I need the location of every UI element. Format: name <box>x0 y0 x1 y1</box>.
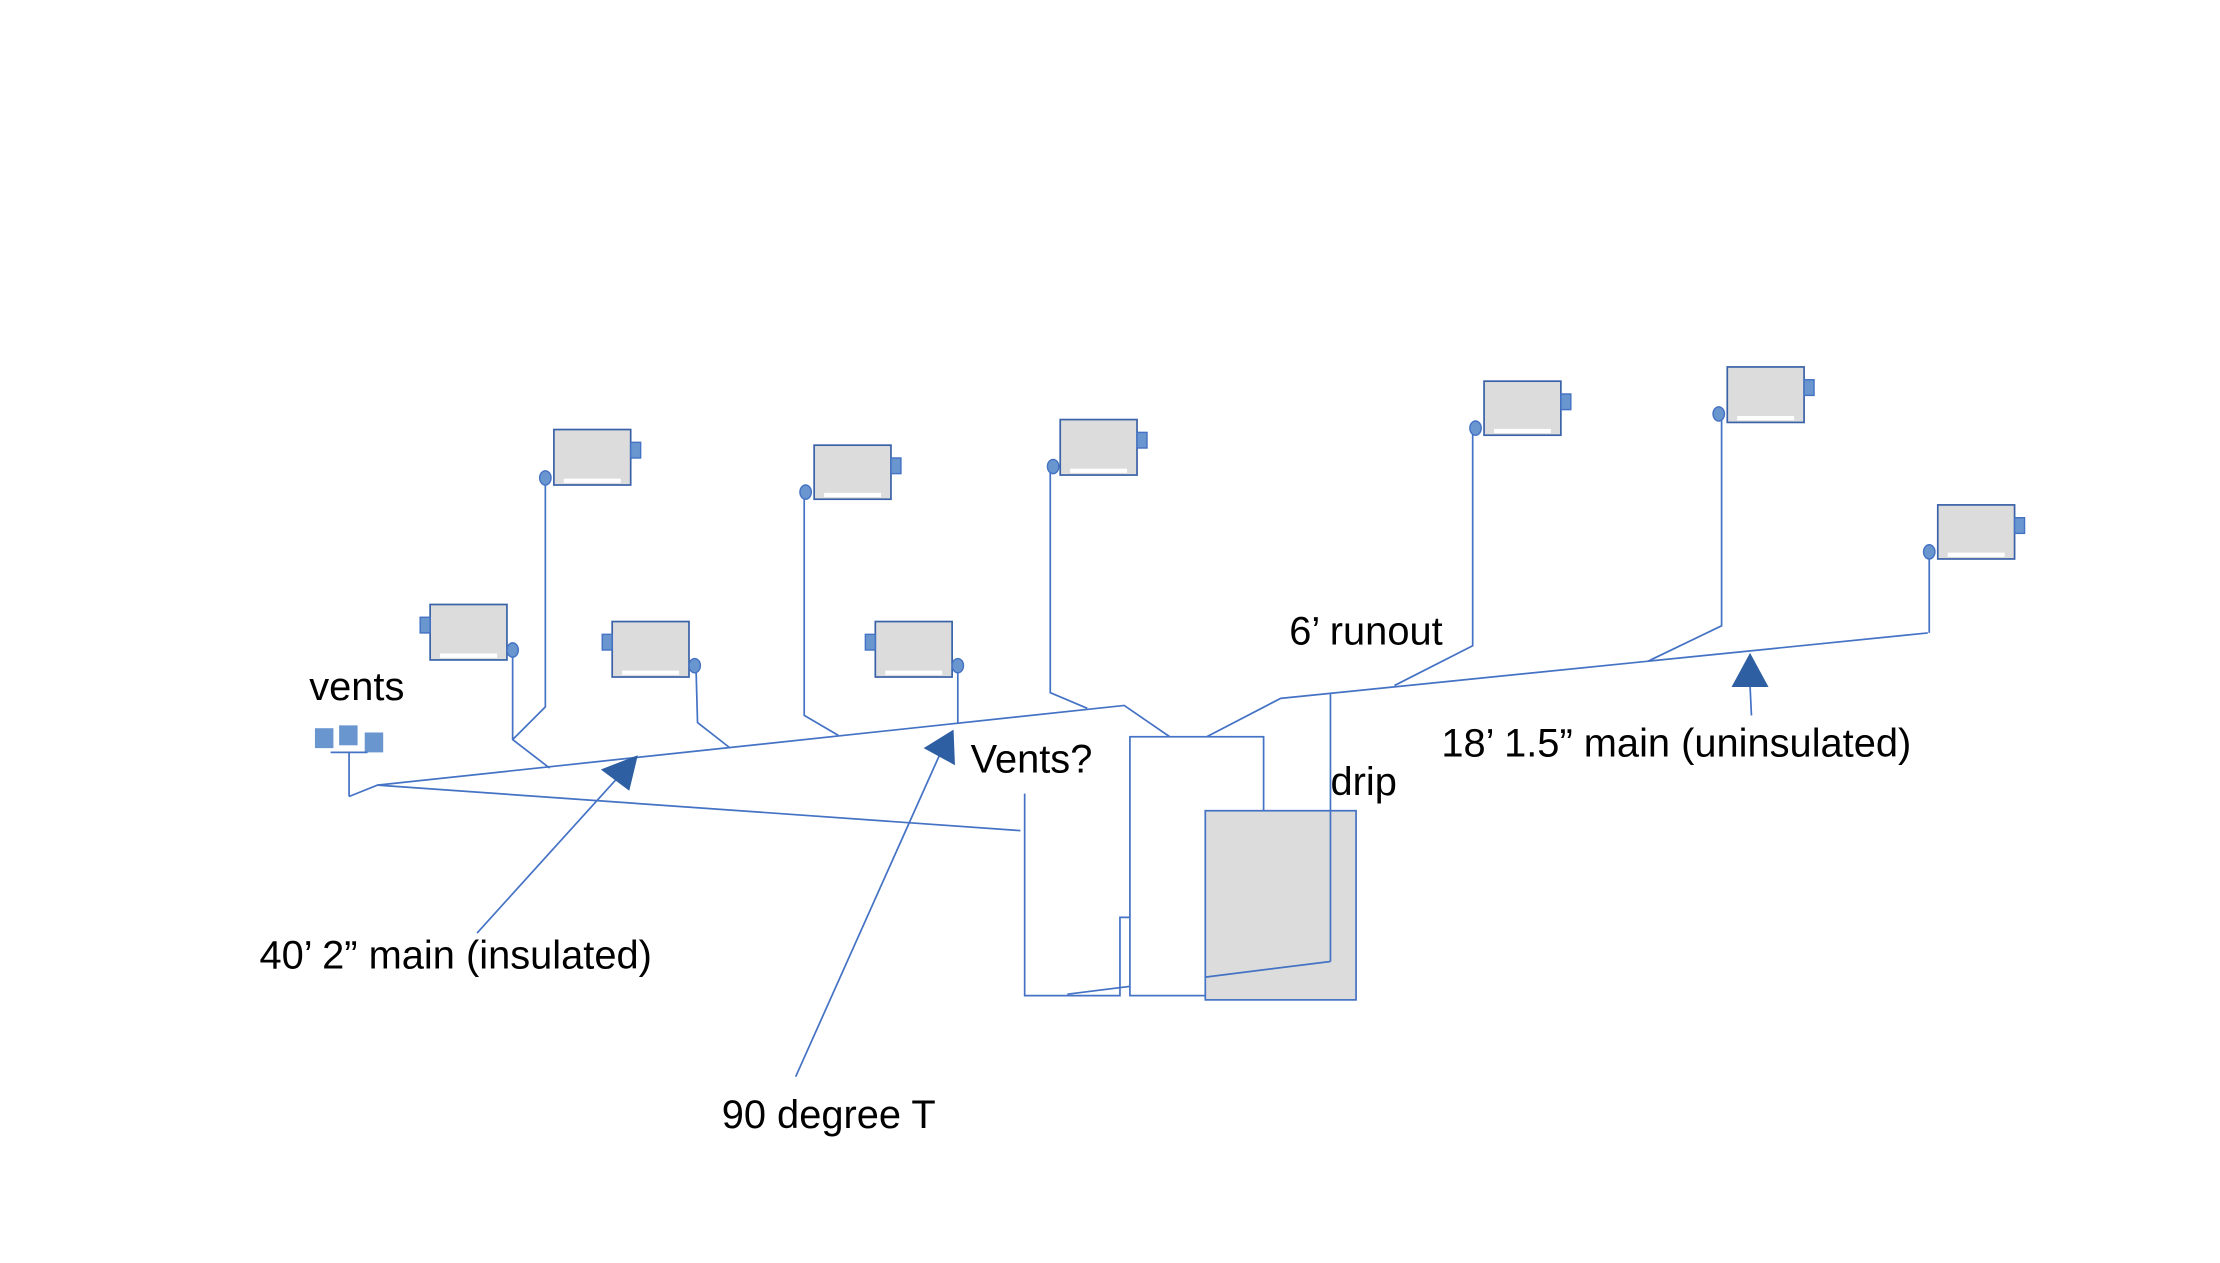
insulated-main-label: 40’ 2” main (insulated) <box>259 934 651 978</box>
vents-label: vents <box>309 665 404 709</box>
radiator <box>1469 380 1572 437</box>
callout-arrow-uninsulated <box>1731 652 1769 716</box>
return-line <box>377 784 1021 832</box>
radiator <box>864 620 965 678</box>
callout-arrow-tee <box>794 729 955 1078</box>
runout-branch <box>1049 472 1088 710</box>
radiator <box>538 428 642 486</box>
runout-branch <box>512 483 547 741</box>
radiator <box>799 444 902 501</box>
runout-branch <box>1394 433 1474 687</box>
radiator <box>601 620 702 678</box>
callout-arrow-insulated <box>476 755 638 934</box>
boiler <box>1204 809 1357 1001</box>
runout-label: 6’ runout <box>1289 609 1442 653</box>
radiator <box>1922 504 2026 560</box>
drip-pipe-overlay <box>1205 960 1331 978</box>
vents-question-label: Vents? <box>971 737 1093 781</box>
main-vents <box>314 725 384 797</box>
runout-branch <box>511 655 551 769</box>
radiator <box>1712 366 1815 424</box>
uninsulated-main-label: 18’ 1.5” main (uninsulated) <box>1441 722 1911 766</box>
uninsulated-main-pipe <box>1206 632 1928 738</box>
runout-branch <box>803 497 839 737</box>
wet-return-pipe <box>1023 793 1130 997</box>
radiator <box>1046 418 1148 476</box>
insulated-main-pipe <box>348 704 1171 798</box>
drip-label: drip <box>1330 760 1396 804</box>
runout-branch <box>1647 419 1723 663</box>
radiator <box>419 603 520 661</box>
runout-branch <box>695 671 731 749</box>
tee-label: 90 degree T <box>722 1093 936 1137</box>
